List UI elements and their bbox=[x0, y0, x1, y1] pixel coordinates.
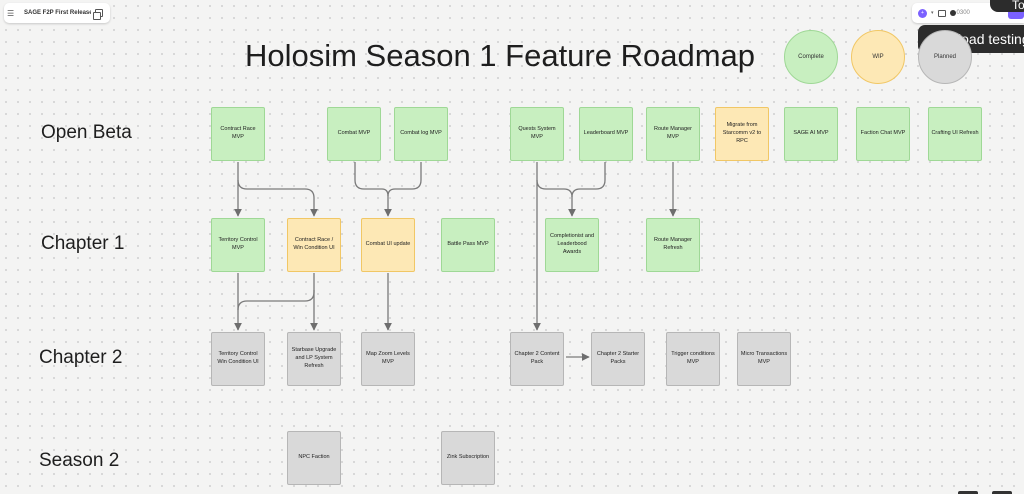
edge-leaderboard-to-completionist bbox=[571, 162, 606, 198]
edge-quests-to-completionist bbox=[536, 162, 576, 217]
layout-icon[interactable] bbox=[937, 9, 946, 17]
copy-glyph bbox=[93, 8, 103, 20]
node-label: Battle Pass MVP bbox=[447, 241, 489, 248]
node-territory-control-mvp[interactable]: Territory Control MVP bbox=[211, 218, 265, 272]
timer[interactable]: 0300 bbox=[949, 10, 970, 16]
timer-icon bbox=[949, 10, 956, 16]
node-contract-race-win-ui[interactable]: Contract Race / Win Condition UI bbox=[287, 218, 341, 272]
board-title: Holosim Season 1 Feature Roadmap bbox=[244, 38, 756, 73]
node-territory-win-ui[interactable]: Territory Control Win Condition UI bbox=[211, 332, 265, 386]
row-label-open-beta: Open Beta bbox=[41, 122, 132, 143]
edge-combat-to-combat-ui bbox=[354, 162, 392, 217]
node-npc-faction[interactable]: NPC Faction bbox=[287, 431, 341, 485]
node-label: Crafting UI Refresh bbox=[931, 130, 979, 137]
file-menu-bar[interactable]: ☰ SAGE F2P First Release bbox=[4, 3, 110, 23]
node-label: Route Manager Refresh bbox=[654, 237, 692, 251]
node-label: Starbase Upgrade and LP System Refresh bbox=[291, 347, 337, 369]
node-quests-system-mvp[interactable]: Quests System MVP bbox=[510, 107, 564, 161]
node-label: Zink Subscription bbox=[446, 454, 490, 461]
legend-complete[interactable]: Complete bbox=[784, 30, 838, 84]
node-label: Contract Race MVP bbox=[220, 126, 256, 140]
node-faction-chat-mvp[interactable]: Faction Chat MVP bbox=[856, 107, 910, 161]
node-micro-transactions-mvp[interactable]: Micro Transactions MVP bbox=[737, 332, 791, 386]
node-leaderboard-mvp[interactable]: Leaderboard MVP bbox=[579, 107, 633, 161]
node-label: Faction Chat MVP bbox=[860, 130, 906, 137]
node-sage-ai-mvp[interactable]: SAGE AI MVP bbox=[784, 107, 838, 161]
node-label: Migrate from Starcomm v2 to RPC bbox=[722, 122, 762, 144]
node-label: Combat MVP bbox=[337, 130, 371, 137]
corner-label-text: To bbox=[1012, 0, 1024, 12]
row-label-chapter-2: Chapter 2 bbox=[39, 347, 123, 368]
timer-value: 0300 bbox=[956, 10, 970, 16]
node-migrate-rpc[interactable]: Migrate from Starcomm v2 to RPC bbox=[715, 107, 769, 161]
node-label: Route Manager MVP bbox=[654, 126, 692, 140]
node-route-manager-mvp[interactable]: Route Manager MVP bbox=[646, 107, 700, 161]
share-button[interactable] bbox=[1008, 7, 1024, 19]
node-crafting-ui-refresh[interactable]: Crafting UI Refresh bbox=[928, 107, 982, 161]
node-chapter2-starter-packs[interactable]: Chapter 2 Starter Packs bbox=[591, 332, 645, 386]
row-label-season-2: Season 2 bbox=[39, 450, 120, 471]
node-label: Completionist and Leaderbood Awards bbox=[549, 233, 595, 255]
node-label: Contract Race / Win Condition UI bbox=[293, 237, 335, 251]
node-label: Territory Control MVP bbox=[218, 237, 258, 251]
legend-planned-label: Planned bbox=[933, 54, 957, 60]
node-battle-pass-mvp[interactable]: Battle Pass MVP bbox=[441, 218, 495, 272]
node-label: Territory Control Win Condition UI bbox=[217, 351, 259, 365]
edge-contract-win-to-territory-win bbox=[237, 273, 315, 311]
legend-wip[interactable]: WIP bbox=[851, 30, 905, 84]
node-route-manager-refresh[interactable]: Route Manager Refresh bbox=[646, 218, 700, 272]
row-label-chapter-1: Chapter 1 bbox=[41, 233, 125, 254]
node-label: SAGE AI MVP bbox=[793, 130, 829, 137]
node-label: Micro Transactions MVP bbox=[740, 351, 788, 365]
node-contract-race-mvp[interactable]: Contract Race MVP bbox=[211, 107, 265, 161]
node-map-zoom-levels[interactable]: Map Zoom Levels MVP bbox=[361, 332, 415, 386]
node-label: Combat UI update bbox=[365, 241, 411, 248]
node-label: Quests System MVP bbox=[518, 126, 556, 140]
bottom-control[interactable] bbox=[992, 491, 1012, 494]
node-starbase-upgrade[interactable]: Starbase Upgrade and LP System Refresh bbox=[287, 332, 341, 386]
node-label: Chapter 2 Content Pack bbox=[514, 351, 560, 365]
node-combat-mvp[interactable]: Combat MVP bbox=[327, 107, 381, 161]
node-combat-ui-update[interactable]: Combat UI update bbox=[361, 218, 415, 272]
node-combat-log-mvp[interactable]: Combat log MVP bbox=[394, 107, 448, 161]
node-label: NPC Faction bbox=[298, 454, 330, 461]
node-label: Chapter 2 Starter Packs bbox=[596, 351, 640, 365]
avatar[interactable]: + bbox=[918, 8, 927, 18]
legend-wip-label: WIP bbox=[872, 54, 884, 60]
copy-icon[interactable] bbox=[91, 4, 107, 21]
edge-combat-log-to-combat-ui bbox=[387, 162, 422, 197]
bottom-control[interactable] bbox=[958, 491, 978, 494]
node-zink-subscription[interactable]: Zink Subscription bbox=[441, 431, 495, 485]
node-label: Trigger conditions MVP bbox=[671, 351, 715, 365]
node-chapter2-content-pack[interactable]: Chapter 2 Content Pack bbox=[510, 332, 564, 386]
node-label: Leaderboard MVP bbox=[583, 130, 629, 137]
edge-contract-race-to-contract-win bbox=[237, 179, 318, 217]
node-label: Map Zoom Levels MVP bbox=[366, 351, 410, 365]
legend-planned[interactable]: Planned bbox=[918, 30, 972, 84]
node-completionist-awards[interactable]: Completionist and Leaderbood Awards bbox=[545, 218, 599, 272]
menu-icon[interactable]: ☰ bbox=[7, 8, 15, 18]
chevron-down-icon[interactable]: ▾ bbox=[931, 10, 934, 16]
corner-label: To bbox=[990, 0, 1024, 12]
file-name[interactable]: SAGE F2P First Release bbox=[24, 10, 93, 16]
node-label: Combat log MVP bbox=[400, 130, 442, 137]
legend-complete-label: Complete bbox=[798, 54, 824, 60]
node-trigger-conditions-mvp[interactable]: Trigger conditions MVP bbox=[666, 332, 720, 386]
